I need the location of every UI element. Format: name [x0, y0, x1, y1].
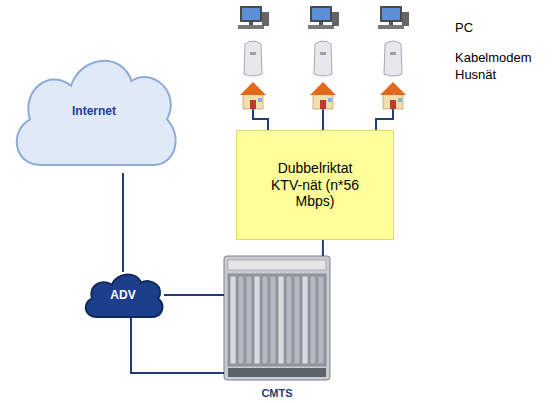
- network-link: [164, 294, 224, 296]
- slot-card: [254, 276, 260, 364]
- house-wire: [253, 109, 393, 131]
- slot-card: [270, 276, 276, 364]
- legend-label: PC: [455, 20, 473, 35]
- node-text: ADV: [110, 288, 135, 302]
- network-box: Dubbelriktat KTV-nät (n*56 Mbps): [236, 130, 394, 240]
- cable-modem-icons: [244, 41, 402, 76]
- slot-card: [230, 276, 236, 364]
- house-icons: [240, 82, 406, 109]
- slot-card: [310, 276, 316, 364]
- slot-card: [302, 276, 308, 364]
- legend-label: Husnät: [455, 67, 496, 82]
- legend-label: Kabelmodem: [455, 50, 532, 65]
- slot-card: [278, 276, 284, 364]
- slot-card: [318, 276, 324, 364]
- slot-card: [246, 276, 252, 364]
- network-link: [131, 318, 224, 373]
- slot-card: [238, 276, 244, 364]
- cmts-chassis: [224, 256, 330, 380]
- slot-card: [294, 276, 300, 364]
- node-text: CMTS: [261, 387, 292, 400]
- slot-card: [262, 276, 268, 364]
- pc-icons: [238, 6, 409, 29]
- cloud: Internet: [5, 45, 183, 177]
- network-link: [322, 240, 324, 256]
- network-link: [122, 173, 124, 272]
- cloud: ADV: [80, 268, 166, 322]
- node-text: Dubbelriktat KTV-nät (n*56 Mbps): [265, 160, 365, 210]
- slot-card: [286, 276, 292, 364]
- cmts-device: CMTS: [220, 252, 334, 402]
- node-text: Internet: [72, 104, 116, 118]
